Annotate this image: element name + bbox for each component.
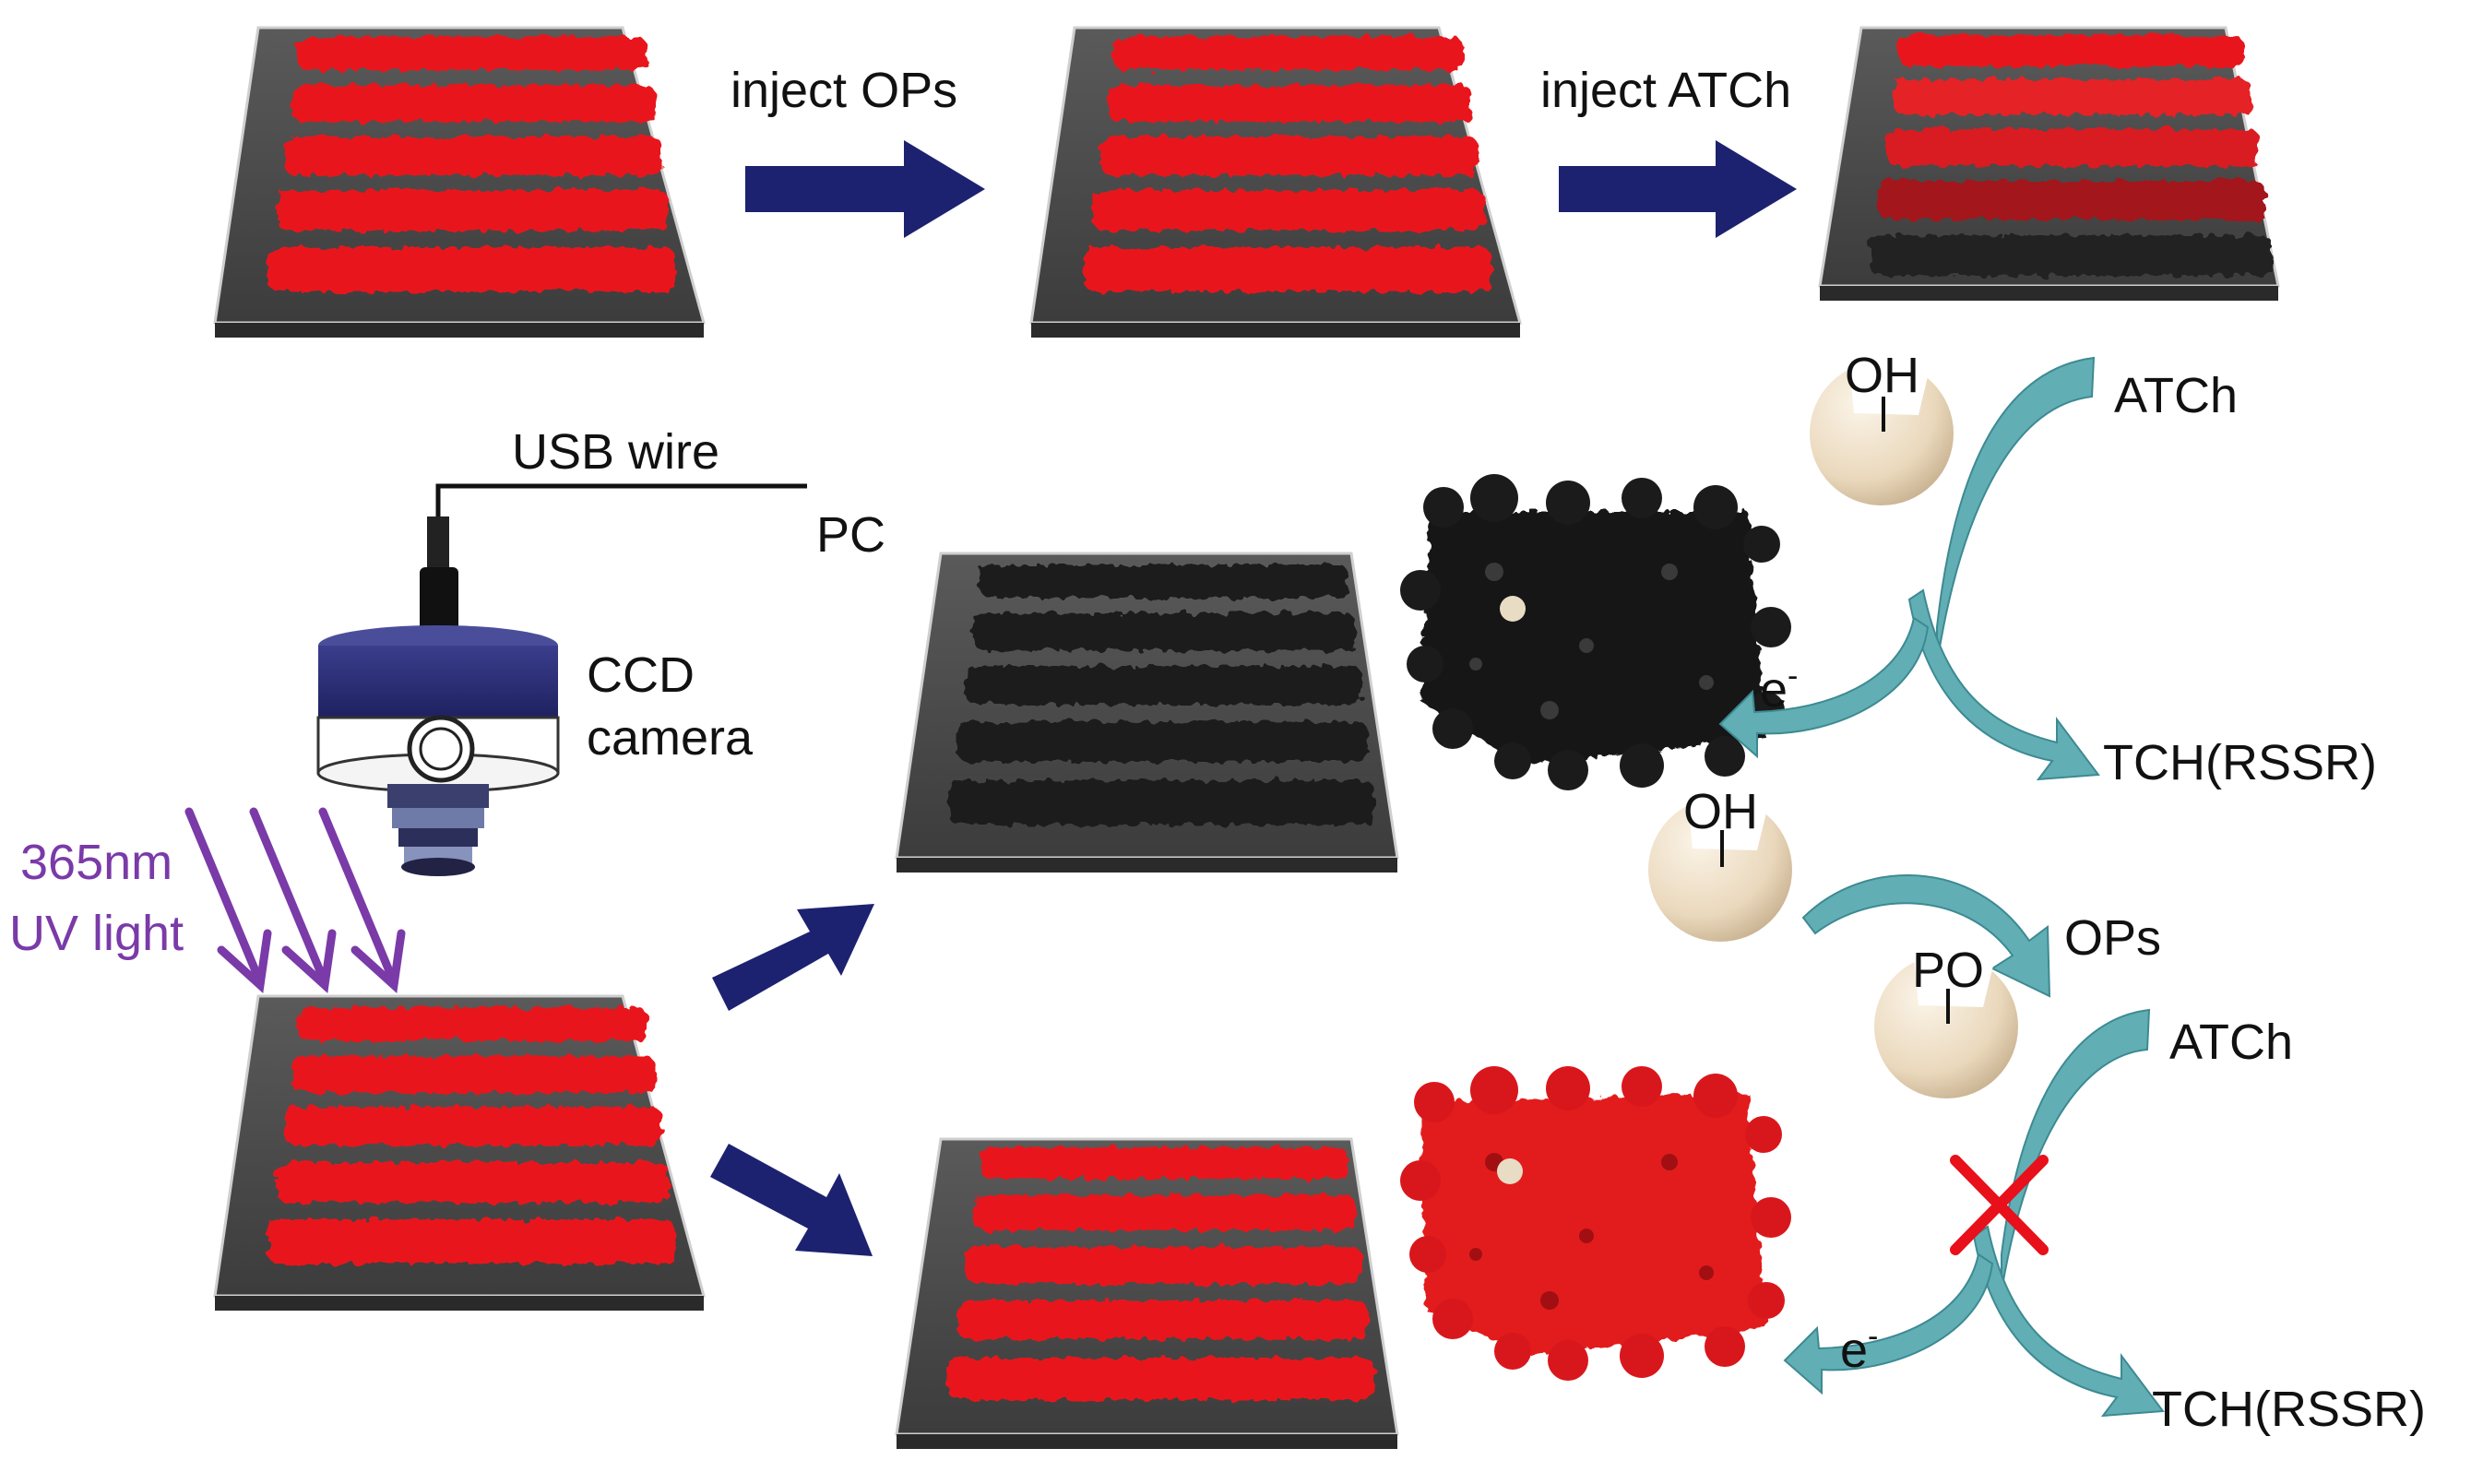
label-ccd: CCD (587, 647, 695, 703)
sensor-plate-after-atch (1818, 26, 2280, 301)
label-enzyme-oh-1: OH (1845, 348, 1919, 403)
sensor-plate-initial (213, 26, 706, 338)
arrow-to-red-plate (710, 1144, 873, 1256)
curved-arrow-substrate-2 (1783, 1008, 2165, 1418)
label-inject-atch: inject ATCh (1540, 63, 1791, 118)
label-electron-1: e- (1760, 659, 1798, 718)
enzyme-ball-oh-2 (1648, 790, 1792, 942)
label-inject-ops: inject OPs (731, 63, 957, 118)
arrow-inject-ops (745, 140, 985, 238)
sensor-plate-after-ops (1029, 26, 1522, 338)
arrow-inject-atch (1559, 140, 1797, 238)
curved-arrow-inhibitor (1801, 874, 2051, 998)
label-product-2: TCH(RSSR) (2152, 1382, 2426, 1437)
label-camera: camera (587, 710, 754, 766)
sensor-plate-uv (213, 994, 706, 1311)
ccd-camera-icon (316, 516, 560, 876)
label-enzyme-oh-2: OH (1683, 784, 1758, 839)
label-pc: PC (816, 507, 885, 563)
porous-block-dark (1400, 474, 1791, 790)
label-product-1: TCH(RSSR) (2103, 735, 2377, 790)
label-atch-2: ATCh (2169, 1015, 2293, 1070)
arrow-to-dark-plate (712, 904, 874, 1011)
usb-wire (435, 483, 807, 516)
label-uv-wavelength: 365nm (20, 835, 172, 890)
enzyme-ball-po (1874, 947, 2018, 1098)
porous-block-red (1400, 1066, 1791, 1381)
red-strips (267, 37, 675, 291)
curved-arrow-substrate-1 (1718, 356, 2100, 781)
uv-light-arrows (184, 807, 406, 994)
label-usb-wire: USB wire (512, 424, 719, 480)
inhibition-cross-icon (1950, 1155, 2049, 1255)
label-electron-2: e- (1840, 1319, 1878, 1378)
sensor-plate-red-result (895, 1137, 1399, 1449)
sensor-plate-dark-result (895, 552, 1399, 873)
label-ops-inhibitor: OPs (2064, 910, 2161, 966)
enzyme-ball-active (1810, 354, 1954, 505)
label-uv-light: UV light (9, 906, 184, 961)
label-enzyme-po: PO (1912, 943, 1984, 998)
label-atch-1: ATCh (2114, 368, 2238, 423)
